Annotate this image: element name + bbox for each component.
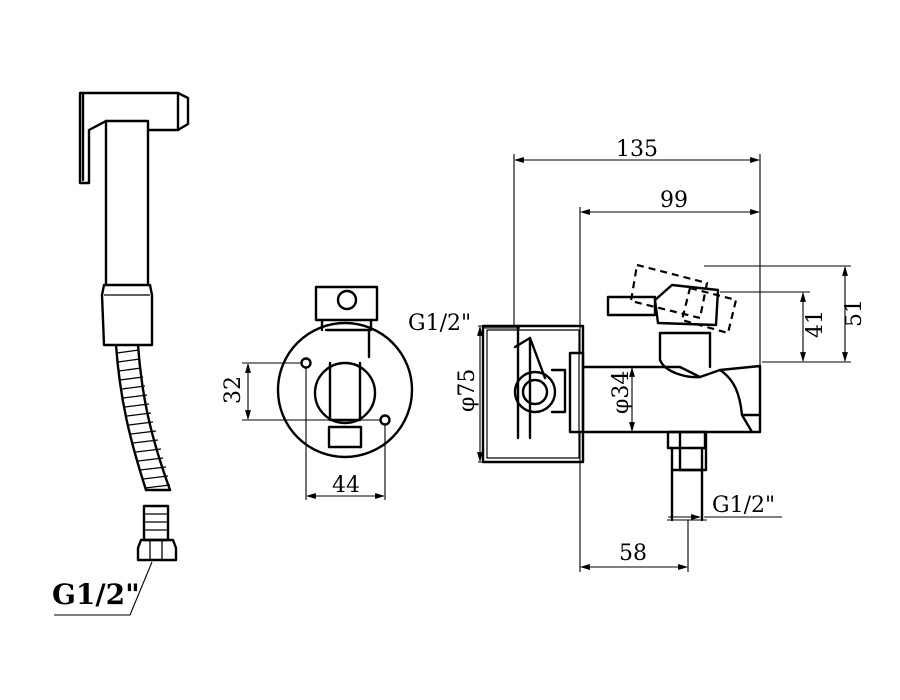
flange-front-view xyxy=(276,285,414,459)
outlet-thread-callout: G1/2" xyxy=(667,493,782,521)
inlet-thread-label: G1/2" xyxy=(408,311,471,336)
dim-135-label: 135 xyxy=(616,137,658,162)
dim-outlet-offset: 58 xyxy=(579,432,689,572)
hose-thread-callout: G1/2" xyxy=(52,561,153,616)
hose-thread-label: G1/2" xyxy=(52,578,140,611)
dim-99-label: 99 xyxy=(660,188,688,213)
dim-hole-horizontal: 44 xyxy=(305,368,386,500)
hand-sprayer xyxy=(78,91,190,562)
dim-phi75-label: φ75 xyxy=(455,369,480,412)
dim-hole-vertical: 32 xyxy=(221,362,381,421)
dim-44-label: 44 xyxy=(332,473,360,498)
hose-ribs xyxy=(116,349,171,489)
dim-51-label: 51 xyxy=(842,299,867,327)
dim-58-label: 58 xyxy=(619,541,647,566)
dim-41-label: 41 xyxy=(803,310,828,338)
dim-lever-height: 41 xyxy=(720,291,828,362)
dim-overall-width: 135 xyxy=(513,137,761,366)
dim-body-width: 99 xyxy=(579,188,760,353)
dim-body-diameter: φ34 xyxy=(609,367,635,432)
dim-phi34-label: φ34 xyxy=(609,371,634,414)
outlet-thread-label: G1/2" xyxy=(712,493,775,518)
dim-flange-diameter: φ75 xyxy=(455,325,483,463)
inlet-thread-callout: G1/2" xyxy=(408,311,520,336)
valve-side-view xyxy=(481,263,762,522)
dim-32-label: 32 xyxy=(221,376,246,404)
dim-lever-height-total: 51 xyxy=(704,265,867,363)
